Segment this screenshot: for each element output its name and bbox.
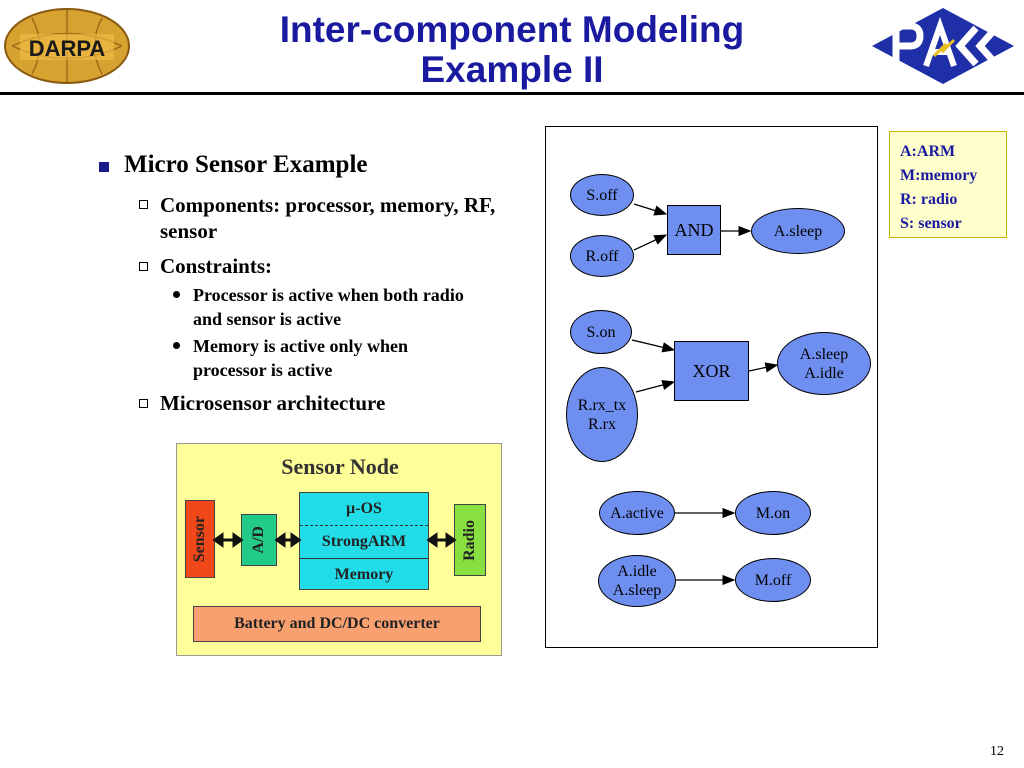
legend-item: A:ARM xyxy=(900,143,956,160)
ad-block: A/D xyxy=(241,514,277,566)
pacc-logo xyxy=(872,8,1014,84)
node-m-on: M.on xyxy=(735,491,811,535)
bullet-architecture: Microsensor architecture xyxy=(160,391,386,415)
strongarm-label: StrongARM xyxy=(300,525,428,559)
sensor-block: Sensor xyxy=(185,500,215,578)
node-s-on: S.on xyxy=(570,310,632,354)
node-xor: XOR xyxy=(674,341,749,401)
diagram-arrows xyxy=(631,203,779,586)
node-a-idle-sleep-line-1: A.idle xyxy=(617,563,657,580)
legend-item: S: sensor xyxy=(900,215,962,232)
battery-block: Battery and DC/DC converter xyxy=(193,606,481,642)
sensor-node-title: Sensor Node xyxy=(281,454,399,479)
node-a-idle-sleep-line-2: A.sleep xyxy=(612,582,662,599)
node-a-sleep-idle-line-2: A.idle xyxy=(804,364,844,382)
node-a-sleep-idle: A.sleep A.idle xyxy=(777,332,871,395)
node-r-rx-tx-line-1: R.rx_tx xyxy=(577,396,627,414)
dot-bullet-icon xyxy=(173,342,180,349)
node-r-off: R.off xyxy=(570,235,634,277)
constraint-1-line-2: and sensor is active xyxy=(193,309,342,329)
constraint-1: Processor is active when both radio and … xyxy=(193,283,464,331)
node-a-active: A.active xyxy=(599,491,675,535)
sensor-node-connectors xyxy=(212,532,457,548)
node-s-off: S.off xyxy=(570,174,634,216)
legend-box: A:ARM M:memory R: radio S: sensor xyxy=(889,131,1007,238)
bullet-micro-sensor: Micro Sensor Example xyxy=(124,151,368,178)
constraint-2-line-2: processor is active xyxy=(193,360,333,380)
legend-item: M:memory xyxy=(900,167,978,184)
hollow-bullet-icon xyxy=(139,399,148,408)
page-number: 12 xyxy=(990,744,1004,759)
constraint-2-line-1: Memory is active only when xyxy=(193,336,408,356)
node-m-off: M.off xyxy=(735,558,811,602)
bullet-components: Components: processor, memory, RF, senso… xyxy=(160,193,496,243)
square-bullet-icon xyxy=(99,162,109,172)
legend-item: R: radio xyxy=(900,191,958,208)
darpa-logo-text: DARPA xyxy=(29,36,106,61)
title-divider xyxy=(0,92,1024,95)
page-title: Inter-component Modeling Example II xyxy=(180,10,844,90)
node-r-rx-tx-line-2: R.rx xyxy=(587,415,616,433)
memory-label: Memory xyxy=(334,566,394,583)
node-a-idle-sleep: A.idle A.sleep xyxy=(598,555,676,607)
constraint-1-line-1: Processor is active when both radio xyxy=(193,285,464,305)
node-r-rx-tx: R.rx_tx R.rx xyxy=(566,367,638,462)
constraint-diagram: S.off R.off AND A.sleep S.on R.rx_tx R.r… xyxy=(545,126,878,648)
node-and: AND xyxy=(667,205,721,255)
node-a-sleep-idle-line-1: A.sleep xyxy=(799,345,849,363)
uos-label: µ-OS xyxy=(346,500,382,517)
title-line-2: Example II xyxy=(420,49,604,90)
darpa-logo: DARPA xyxy=(4,8,130,84)
sensor-node-figure: Sensor Node Sensor A/D µ-OS StrongARM Me… xyxy=(176,443,502,656)
hollow-bullet-icon xyxy=(139,200,148,209)
dot-bullet-icon xyxy=(173,291,180,298)
node-a-sleep: A.sleep xyxy=(751,208,845,254)
constraint-2: Memory is active only when processor is … xyxy=(193,334,408,382)
hollow-bullet-icon xyxy=(139,262,148,271)
bullet-constraints: Constraints: xyxy=(160,254,273,278)
title-line-1: Inter-component Modeling xyxy=(279,9,745,50)
